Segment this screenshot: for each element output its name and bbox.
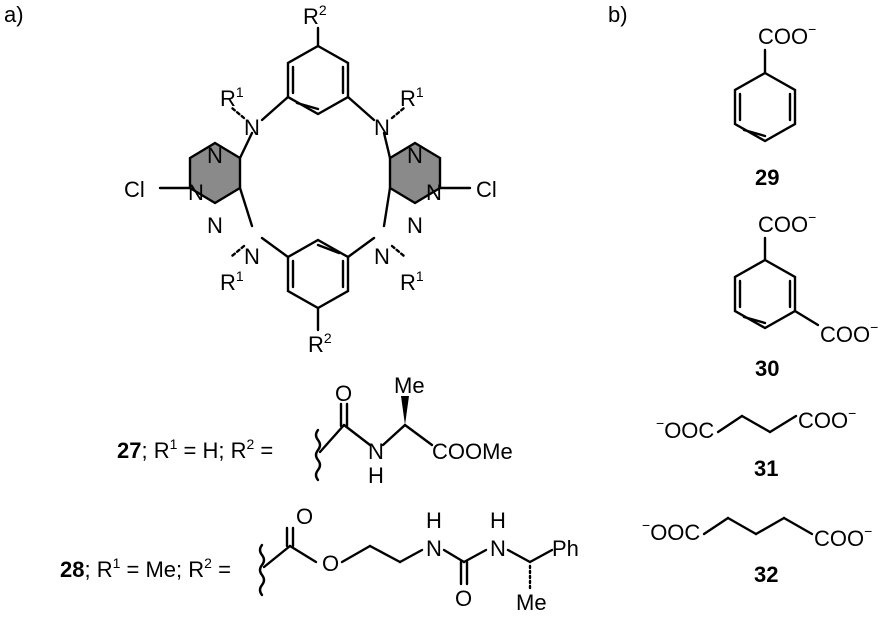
benzene-ring bbox=[733, 71, 797, 143]
compound-27-label: 27; R1 = H; R2 = bbox=[117, 436, 273, 463]
panel-label-a: a) bbox=[4, 2, 24, 27]
anion-32-glutarate: −OOC COO− 32 bbox=[642, 516, 872, 587]
substituent-R2-top: R2 bbox=[303, 2, 327, 29]
atom-N: N bbox=[374, 115, 390, 140]
benzene-ring-top bbox=[286, 44, 350, 116]
macrocycle-structure: N N N N N N N N N N Cl Cl R2 R2 R1 R1 R1… bbox=[124, 2, 497, 357]
compound-27-definition: 27; R1 = H; R2 = O N H Me COOMe bbox=[117, 373, 513, 488]
substituent-R1: R1 bbox=[220, 268, 244, 295]
carboxylate-group: COO− bbox=[758, 209, 816, 237]
atom-O: O bbox=[335, 381, 352, 406]
carboxylate-group: −OOC bbox=[656, 415, 714, 443]
atom-N: N bbox=[207, 213, 223, 238]
atom-N: N bbox=[188, 180, 204, 205]
atom-N: N bbox=[407, 143, 423, 168]
compound-29-label: 29 bbox=[755, 165, 779, 190]
carboxylate-group: COO− bbox=[820, 319, 878, 347]
atom-O: O bbox=[455, 586, 472, 611]
atom-N: N bbox=[368, 439, 384, 464]
atom-N: N bbox=[207, 143, 223, 168]
substituent-R2-bottom: R2 bbox=[308, 330, 332, 357]
wedge-bond bbox=[401, 396, 409, 425]
atom-N: N bbox=[244, 115, 260, 140]
atom-H: H bbox=[368, 463, 384, 488]
compound-28-label: 28; R1 = Me; R2 = bbox=[60, 555, 231, 582]
anion-30-isophthalate: COO− COO− 30 bbox=[733, 209, 878, 381]
compound-28-definition: 28; R1 = Me; R2 = O O H N O H N Ph Me bbox=[60, 504, 579, 615]
methyl-group: Me bbox=[516, 590, 547, 615]
atom-N: N bbox=[374, 244, 390, 269]
benzene-ring bbox=[733, 258, 797, 330]
atom-Cl: Cl bbox=[476, 177, 497, 202]
atom-N: N bbox=[244, 244, 260, 269]
atom-N: N bbox=[426, 536, 442, 561]
substituent-R1: R1 bbox=[400, 268, 424, 295]
atom-Cl: Cl bbox=[124, 177, 145, 202]
phenyl-group: Ph bbox=[552, 536, 579, 561]
anion-31-succinate: −OOC COO− 31 bbox=[656, 405, 856, 481]
carboxylate-group: COO− bbox=[798, 405, 856, 433]
atom-O: O bbox=[322, 551, 339, 576]
carboxylate-group: −OOC bbox=[642, 517, 700, 545]
atom-N: N bbox=[426, 180, 442, 205]
panel-label-b: b) bbox=[608, 2, 628, 27]
compound-30-label: 30 bbox=[755, 356, 779, 381]
carboxylate-group: COO− bbox=[758, 21, 816, 49]
anion-29-benzoate: COO− 29 bbox=[733, 21, 816, 190]
atom-N: N bbox=[490, 536, 506, 561]
atom-H: H bbox=[490, 508, 506, 533]
compound-31-label: 31 bbox=[754, 456, 778, 481]
compound-32-label: 32 bbox=[754, 562, 778, 587]
atom-N: N bbox=[407, 213, 423, 238]
atom-O: O bbox=[296, 504, 313, 529]
methyl-group: Me bbox=[394, 373, 425, 398]
benzene-ring-bottom bbox=[286, 238, 350, 310]
carboxylate-group: COO− bbox=[814, 523, 872, 551]
ester-group: COOMe bbox=[432, 439, 513, 464]
substituent-R1: R1 bbox=[220, 84, 244, 111]
atom-H: H bbox=[426, 508, 442, 533]
substituent-R1: R1 bbox=[400, 84, 424, 111]
